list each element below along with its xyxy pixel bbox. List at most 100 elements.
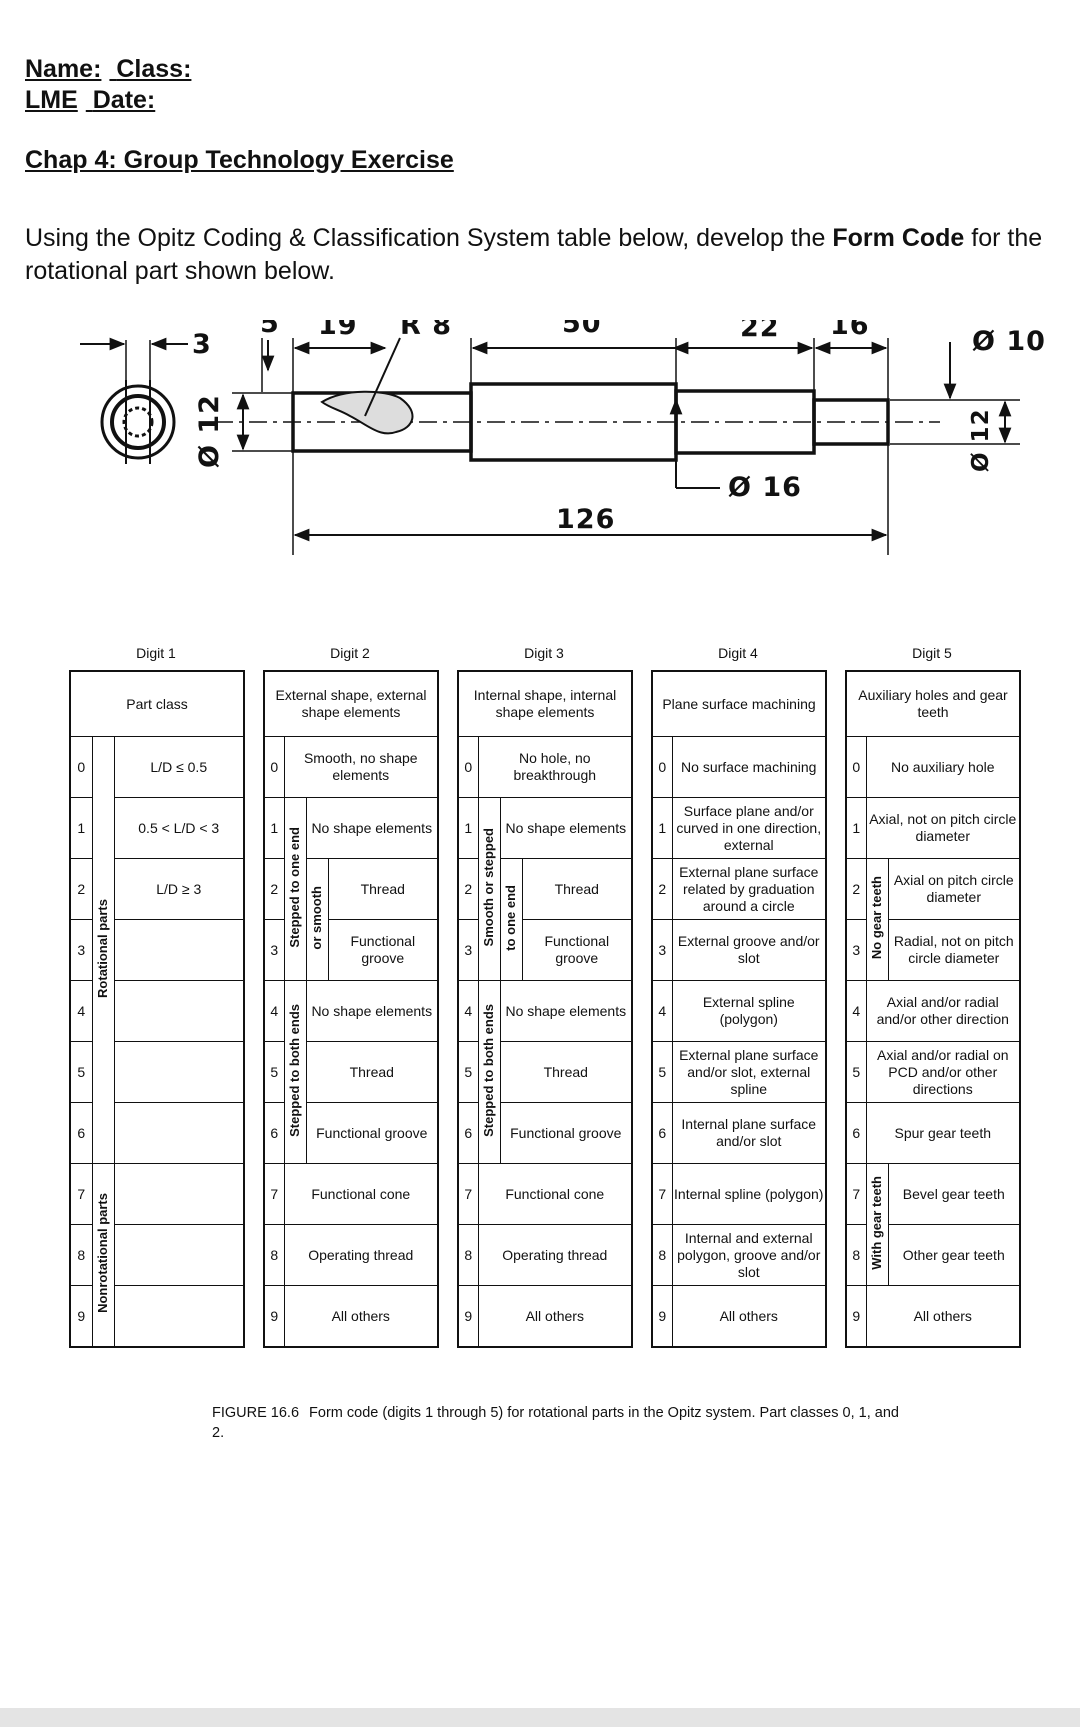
digit3-row: Thread [499,1041,633,1103]
digit2-row: Smooth, no shape elements [283,736,439,798]
digit3-row: All others [477,1285,633,1348]
digit4-row: No surface machining [671,736,827,798]
digit5-column: Digit 5 Auxiliary holes and gear teeth 0… [845,645,1022,1348]
digit2-row: All others [283,1285,439,1348]
stepped-both-ends-group: Stepped to both ends [283,980,307,1164]
digit2-row: No shape elements [305,797,439,859]
digit5-row: Axial and/or radial on PCD and/or other … [865,1041,1021,1103]
digit1-row: L/D ≥ 3 [113,858,245,920]
digit3-header: Internal shape, internal shape elements [457,670,633,737]
dim-16: 16 [830,320,870,341]
digit2-table: External shape, external shape elements … [263,670,440,1348]
digit5-row: All others [865,1285,1021,1348]
to-one-end-group: to one end [499,858,523,981]
intro-text-before: Using the Opitz Coding & Classification … [25,224,833,252]
dim-dia12-left: Ø 12 [194,394,225,468]
digit5-header: Auxiliary holes and gear teeth [845,670,1021,737]
date-label: Date: [92,86,156,114]
digit1-row [113,919,245,981]
digit1-row: 0.5 < L/D < 3 [113,797,245,859]
digit3-row: Functional cone [477,1163,633,1225]
lme-date-line: LME Date: [25,86,163,115]
dim-19: 19 [318,320,358,341]
with-gear-teeth-group: With gear teeth [865,1163,889,1286]
digit4-row: Internal plane surface and/or slot [671,1102,827,1164]
r8-leader [364,337,401,417]
digit5-row: Radial, not on pitch circle diameter [887,919,1021,981]
digit3-row: Thread [521,858,633,920]
dim-r8: R 8 [400,320,452,341]
digit3-row: Functional groove [499,1102,633,1164]
digit5-row: Axial, not on pitch circle diameter [865,797,1021,859]
chapter-title: Chap 4: Group Technology Exercise [25,146,454,174]
digit3-table: Internal shape, internal shape elements … [457,670,634,1348]
name-class-line: Name: Class: [25,55,199,84]
digit3-row: No hole, no breakthrough [477,736,633,798]
dim-3: 3 [192,329,212,360]
digit4-row: All others [671,1285,827,1348]
smooth-or-stepped-group: Smooth or stepped [477,797,501,981]
digit4-row: Internal spline (polygon) [671,1163,827,1225]
digit2-row: Thread [305,1041,439,1103]
digit1-header: Part class [69,670,245,737]
digit3-row: Functional groove [521,919,633,981]
digit4-row: Internal and external polygon, groove an… [671,1224,827,1286]
name-label: Name: [25,55,102,83]
digit2-row: Functional groove [327,919,439,981]
intro-text: Using the Opitz Coding & Classification … [25,222,1065,288]
digit1-row [113,1285,245,1348]
digit4-row: External plane surface and/or slot, exte… [671,1041,827,1103]
digit2-row: Thread [327,858,439,920]
digit3-row: No shape elements [499,797,633,859]
digit4-header: Plane surface machining [651,670,827,737]
digit5-row: No auxiliary hole [865,736,1021,798]
stepped-one-end-group: Stepped to one end [283,797,307,981]
digit5-row: Axial on pitch circle diameter [887,858,1021,920]
digit5-label: Digit 5 [912,645,952,661]
digit4-label: Digit 4 [718,645,758,661]
no-gear-teeth-group: No gear teeth [865,858,889,981]
digit1-row [113,1041,245,1103]
digit1-row [113,1102,245,1164]
digit2-header: External shape, external shape elements [263,670,439,737]
dim-dia16: Ø 16 [728,472,802,503]
digit4-row: Surface plane and/or curved in one direc… [671,797,827,859]
digit5-row: Axial and/or radial and/or other directi… [865,980,1021,1042]
lme-label: LME [25,86,78,114]
digit2-row: No shape elements [305,980,439,1042]
digit2-column: Digit 2 External shape, external shape e… [263,645,440,1348]
end-view [80,337,188,464]
digit2-row: Operating thread [283,1224,439,1286]
digit5-row: Other gear teeth [887,1224,1021,1286]
digit1-row [113,1224,245,1286]
or-smooth-group: or smooth [305,858,329,981]
digit3-row: Operating thread [477,1224,633,1286]
bottom-bar [0,1708,1080,1727]
figure-label: FIGURE 16.6 [212,1405,300,1421]
rotational-group: Rotational parts [91,736,115,1164]
dim-dia12-right: Ø 12 [968,408,994,472]
dim-dia10: Ø 10 [972,326,1046,357]
intro-text-after: for the rotational part shown below. [25,224,1043,285]
digit3-row: No shape elements [499,980,633,1042]
digit2-label: Digit 2 [330,645,370,661]
digit4-row: External plane surface related by gradua… [671,858,827,920]
class-label: Class: [116,55,192,83]
caption-text: Form code (digits 1 through 5) for rotat… [212,1405,899,1441]
dim-22: 22 [740,320,780,343]
digit4-row: External groove and/or slot [671,919,827,981]
dim-5: 5 [260,320,280,339]
part-drawing: 3 5 19 R 8 50 22 16 Ø 10 Ø 12 Ø 12 126 Ø… [80,320,1046,555]
dim-50: 50 [562,320,602,339]
stepped-both-ends-group: Stepped to both ends [477,980,501,1164]
digit1-row [113,980,245,1042]
dimension-lines [236,340,1012,542]
intro-bold-term: Form Code [832,224,965,252]
digit2-row: Functional groove [305,1102,439,1164]
